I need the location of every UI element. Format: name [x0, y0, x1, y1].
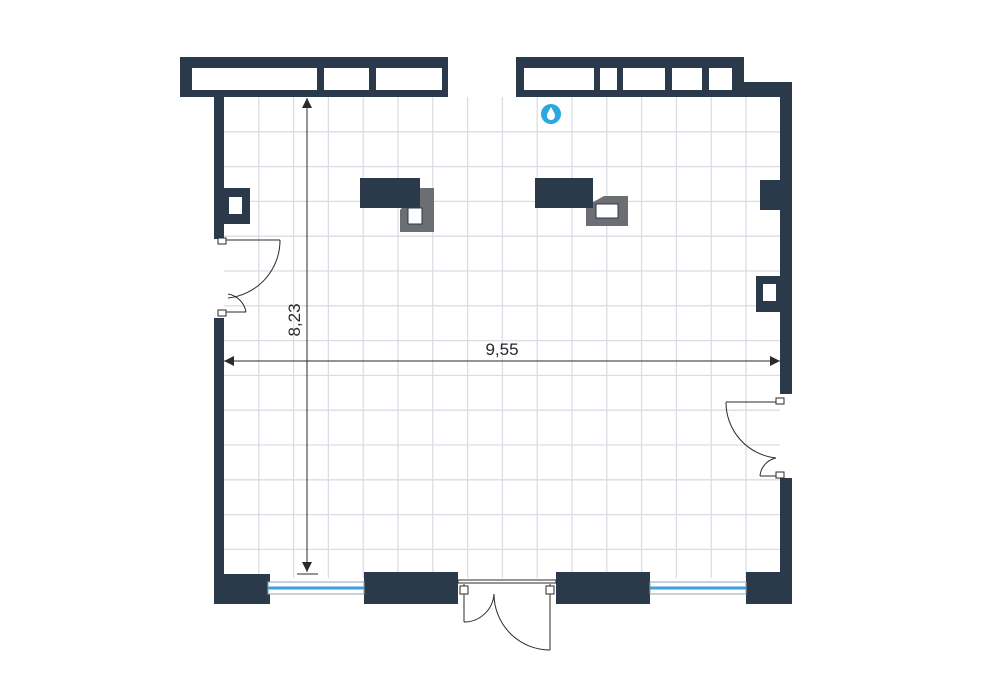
left-pilaster-void — [229, 197, 242, 214]
column-left — [360, 178, 434, 232]
right-wall-upper — [780, 82, 792, 394]
top-window-3 — [376, 68, 442, 90]
right-wall-lower — [780, 478, 792, 602]
left-wall-upper — [214, 97, 224, 239]
left-door — [217, 237, 281, 317]
water-drop-icon — [541, 104, 561, 124]
left-wall-lower — [214, 318, 224, 580]
bottom-windows — [267, 581, 747, 595]
column-right — [535, 178, 628, 226]
floor-area — [222, 96, 780, 578]
width-dimension: 9,55 — [224, 340, 780, 366]
right-pilaster-1 — [760, 180, 782, 210]
top-window-4 — [524, 68, 594, 90]
bottom-wall-pier-right — [556, 572, 650, 604]
top-window-1 — [192, 68, 317, 90]
top-window-7 — [672, 68, 702, 90]
main-entrance-door — [457, 579, 557, 651]
bottom-wall-right-corner — [746, 572, 792, 604]
top-window-2 — [324, 68, 369, 90]
top-window-6 — [623, 68, 665, 90]
right-pilaster-2-void — [763, 284, 776, 301]
walls — [180, 57, 792, 604]
height-dimension-label: 8,23 — [285, 303, 304, 336]
floor-tile-grid — [224, 97, 780, 578]
width-dimension-label: 9,55 — [485, 340, 518, 359]
height-dimension: 8,23 — [285, 98, 318, 575]
bottom-wall-left-corner — [214, 574, 270, 604]
top-window-8 — [709, 68, 732, 90]
bottom-wall-pier-left — [364, 572, 458, 604]
top-window-5 — [600, 68, 617, 90]
right-door — [725, 397, 785, 479]
